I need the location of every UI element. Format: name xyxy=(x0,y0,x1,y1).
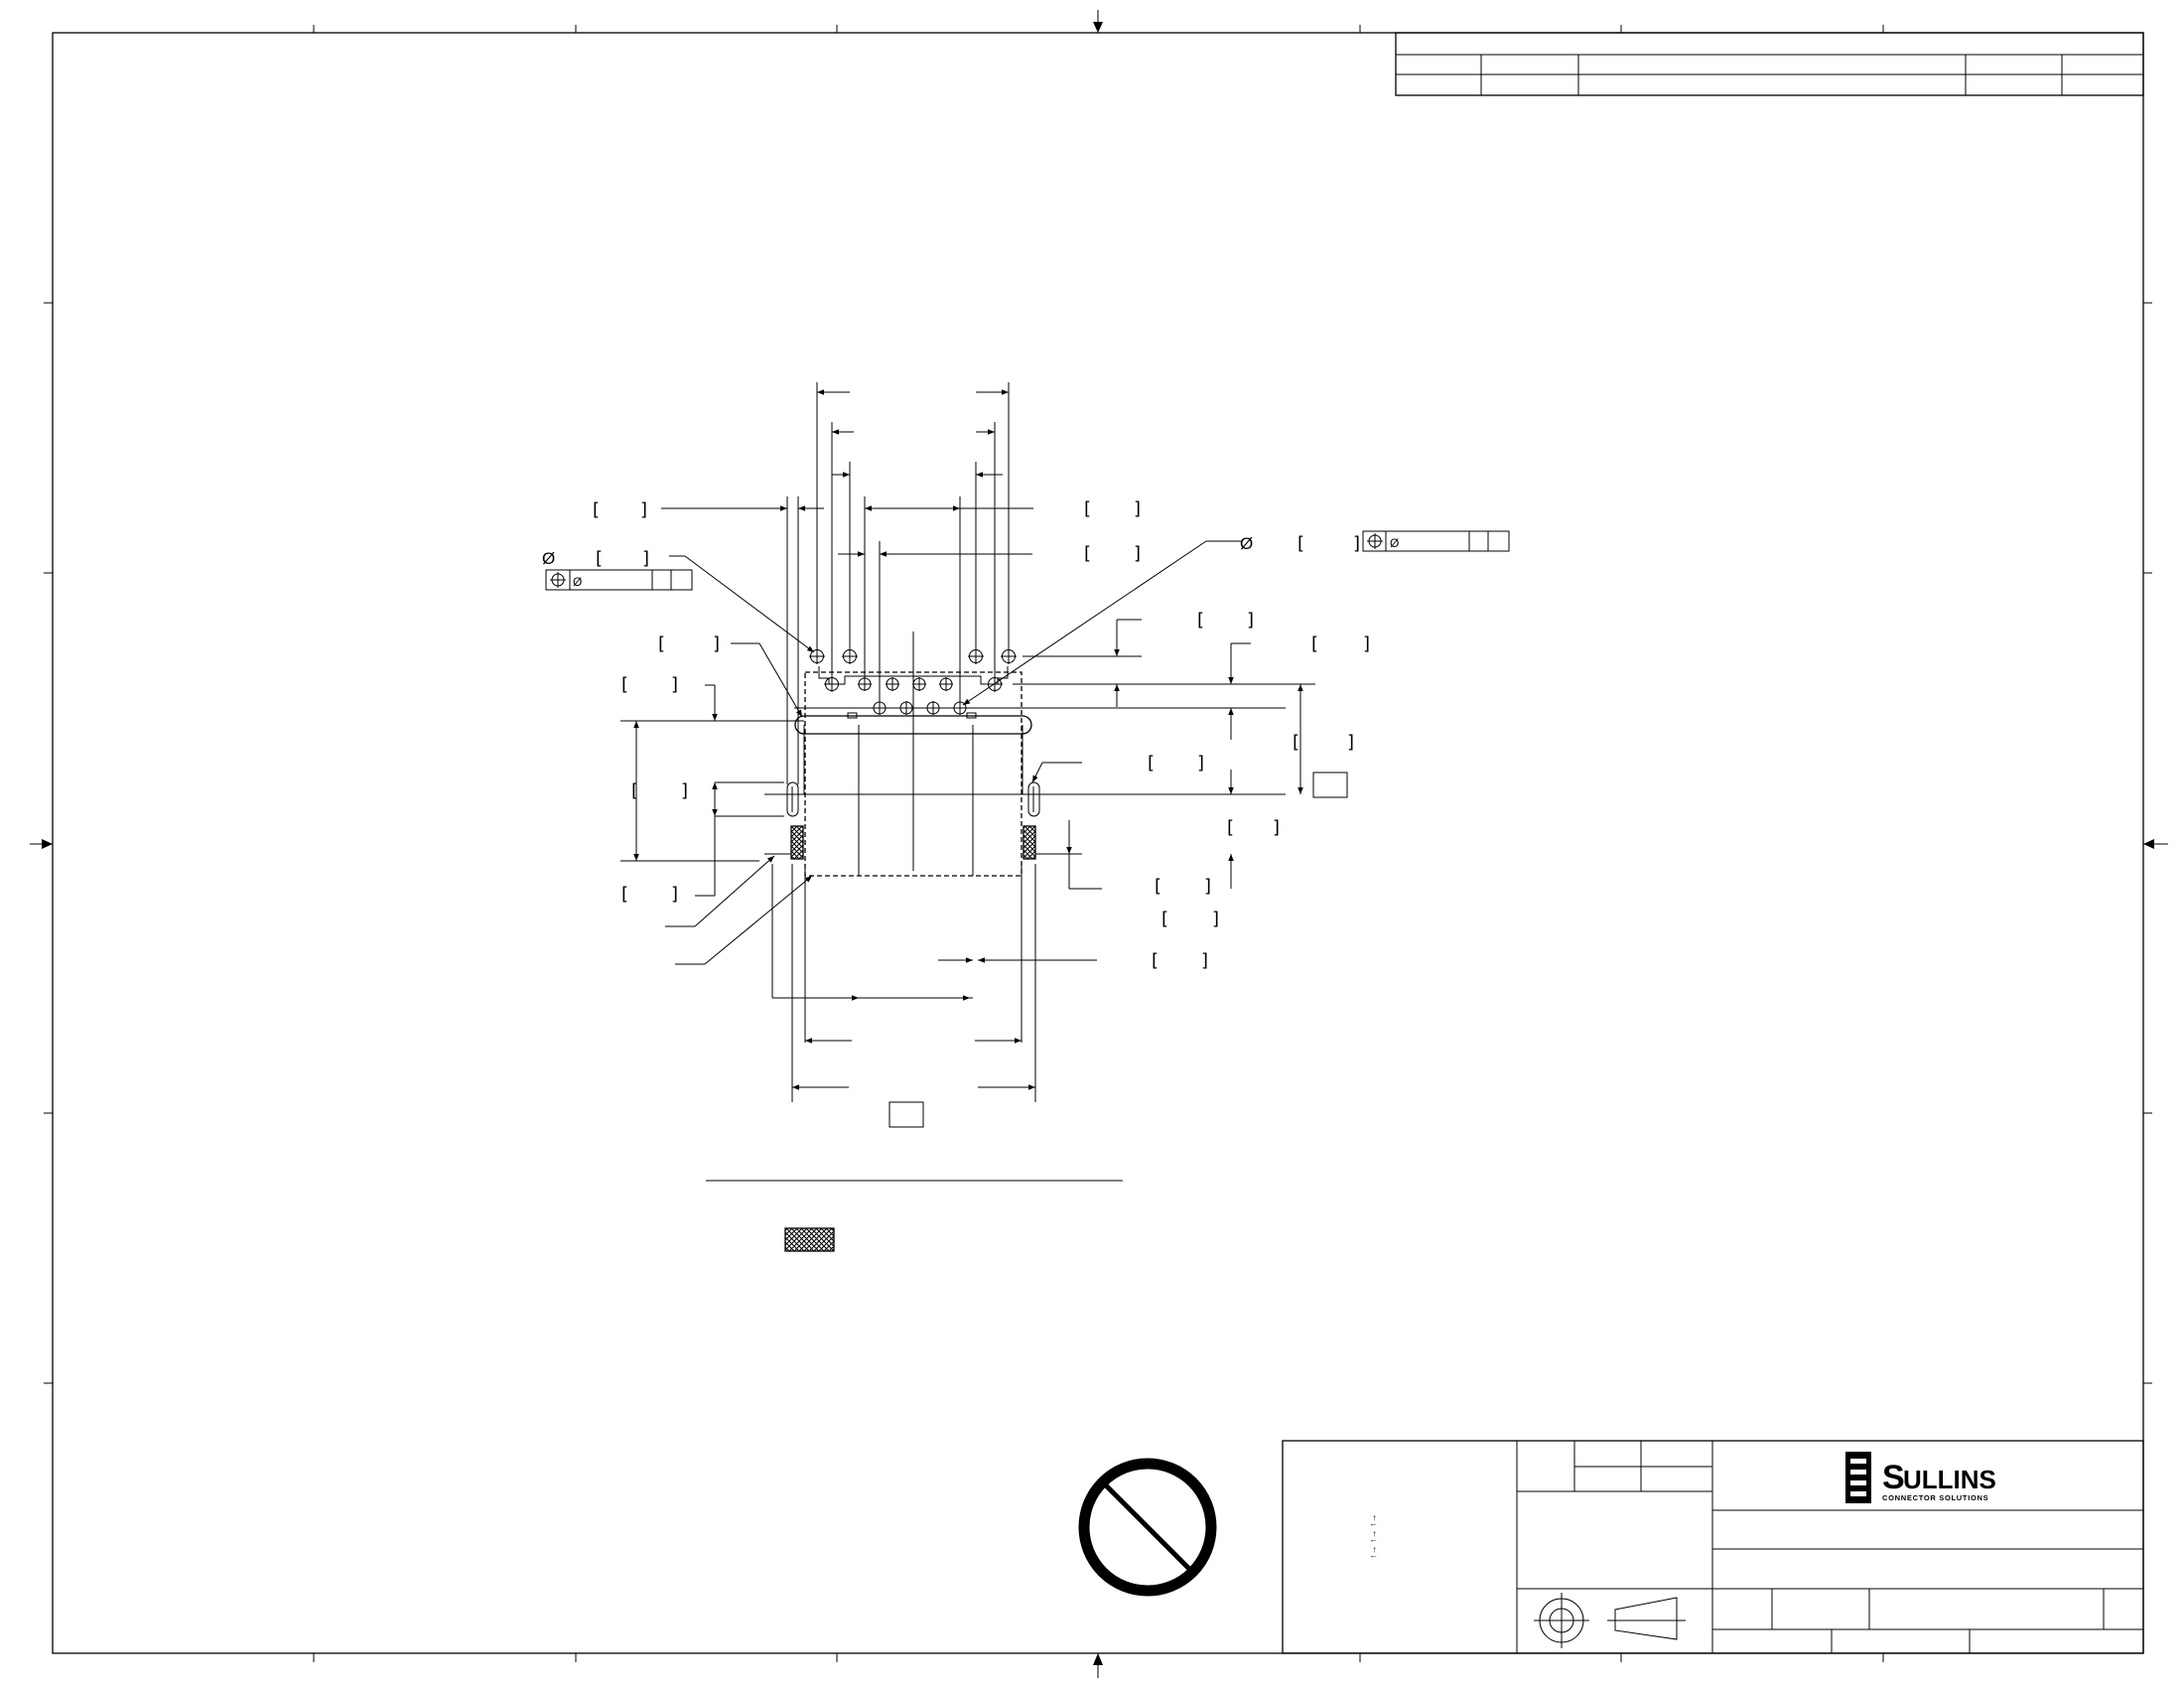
diameter-symbol-right: Ø xyxy=(1240,534,1253,553)
svg-text:[: [ xyxy=(1297,533,1304,554)
leader-lines xyxy=(665,540,1241,965)
legend xyxy=(706,1180,1123,1252)
svg-text:]: ] xyxy=(1197,753,1204,774)
svg-text:]: ] xyxy=(671,884,678,905)
hatched-area-symbol xyxy=(784,1227,835,1252)
feature-control-frame-right: Ø xyxy=(1362,530,1510,552)
svg-text:]: ] xyxy=(1363,633,1370,654)
title-block: ↑→ ↑→ ↑→ xyxy=(1282,1440,2144,1654)
mounting-slot-left xyxy=(786,781,799,817)
svg-text:]: ] xyxy=(713,633,720,654)
svg-text:]: ] xyxy=(642,548,649,569)
fcf-diameter-symbol: Ø xyxy=(1390,536,1399,550)
svg-text:[: [ xyxy=(658,633,665,654)
position-tolerance-icon xyxy=(550,572,566,588)
dimension-brackets: [] [] [] [] [] [] [] [] [] [] [] [] [] [… xyxy=(593,498,1370,971)
fcf-diameter-symbol: Ø xyxy=(573,575,582,589)
svg-text:]: ] xyxy=(681,780,688,801)
svg-text:]: ] xyxy=(1273,817,1280,838)
brand-name: ULLINS xyxy=(1903,1465,1996,1494)
centering-marks xyxy=(30,10,2168,1678)
svg-text:]: ] xyxy=(1212,909,1219,929)
prohibited-circle-icon xyxy=(1078,1458,1217,1597)
top-dimensions xyxy=(661,382,1033,784)
mounting-slot-right xyxy=(1027,781,1040,817)
bottom-dimensions xyxy=(771,864,1097,1128)
svg-text:]: ] xyxy=(1353,533,1360,554)
svg-text:[: [ xyxy=(1227,817,1234,838)
svg-text:[: [ xyxy=(631,780,638,801)
svg-text:[: [ xyxy=(1293,732,1299,753)
right-dimensions xyxy=(1066,619,1348,890)
svg-text:[: [ xyxy=(621,884,628,905)
revision-block xyxy=(1395,32,2144,96)
connector-footprint-drawing: [] [] [] [] [] [] [] [] [] [] [] [] [] [… xyxy=(542,382,1510,1252)
svg-text:]: ] xyxy=(1134,543,1141,564)
svg-text:[: [ xyxy=(596,548,603,569)
svg-text:[: [ xyxy=(1152,950,1159,971)
svg-text:]: ] xyxy=(1347,732,1354,753)
svg-text:]: ] xyxy=(640,499,647,520)
brand-tagline: CONNECTOR SOLUTIONS xyxy=(1882,1493,1988,1502)
datum-box-bottom xyxy=(888,1101,924,1128)
feature-control-frame-left: Ø xyxy=(545,569,693,591)
svg-text:[: [ xyxy=(593,499,600,520)
vertical-note: ↑→ ↑→ ↑→ xyxy=(1368,1513,1378,1559)
svg-text:[: [ xyxy=(1084,498,1091,519)
solder-pad-left xyxy=(790,825,804,860)
solder-pad-right xyxy=(1023,825,1036,860)
svg-text:]: ] xyxy=(1201,950,1208,971)
svg-text:]: ] xyxy=(1204,876,1211,897)
svg-text:[: [ xyxy=(1197,610,1204,631)
pin-hole-row xyxy=(824,676,1003,692)
sullins-logo: S ULLINS CONNECTOR SOLUTIONS xyxy=(1845,1452,1996,1503)
svg-text:]: ] xyxy=(671,674,678,695)
svg-text:[: [ xyxy=(1084,543,1091,564)
svg-text:[: [ xyxy=(1155,876,1161,897)
svg-text:[: [ xyxy=(1161,909,1168,929)
position-tolerance-icon xyxy=(1367,533,1383,549)
datum-box-right xyxy=(1312,772,1348,798)
left-dimensions xyxy=(620,684,804,897)
svg-text:[: [ xyxy=(1148,753,1155,774)
stacked-bars-logo-icon xyxy=(1845,1452,1871,1503)
svg-text:]: ] xyxy=(1247,610,1254,631)
svg-text:[: [ xyxy=(1311,633,1318,654)
sheet-border xyxy=(30,10,2168,1678)
svg-text:[: [ xyxy=(621,674,628,695)
third-angle-projection-icon xyxy=(1534,1593,1686,1648)
diameter-symbol-left: Ø xyxy=(542,549,555,568)
svg-text:]: ] xyxy=(1134,498,1141,519)
brand-initial: S xyxy=(1882,1459,1905,1496)
